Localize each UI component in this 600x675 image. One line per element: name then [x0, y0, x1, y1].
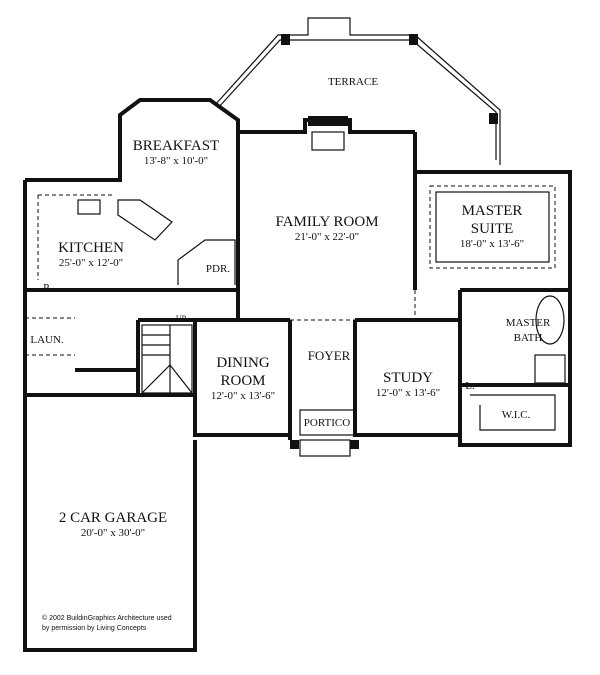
pantry-label: P.	[43, 282, 51, 294]
master-suite-label-2: SUITE	[471, 221, 514, 237]
family-room-dim: 21'-0" x 22'-0"	[295, 231, 359, 243]
tub	[534, 295, 566, 384]
breakfast-dim: 13'-8" x 10'-0"	[144, 155, 208, 167]
terrace-outline	[214, 17, 501, 165]
kitchen-dim: 25'-0" x 12'-0"	[59, 257, 123, 269]
credit-line-2: by permission by Living Concepts	[42, 625, 147, 632]
foyer-label: FOYER	[308, 348, 351, 363]
wic-label: W.I.C.	[502, 409, 531, 421]
master-suite-dim: 18'-0" x 13'-6"	[460, 238, 524, 250]
powder-label: PDR.	[206, 263, 230, 275]
garage-label: 2 CAR GARAGE	[59, 510, 167, 526]
portico-label: PORTICO	[304, 417, 350, 429]
terrace-label: TERRACE	[328, 76, 378, 88]
master-bath-label-2: BATH	[514, 332, 543, 344]
linen-label: L.	[465, 380, 475, 392]
laundry-label: LAUN.	[30, 334, 64, 346]
dining-room-label-2: ROOM	[220, 373, 265, 389]
study-dim: 12'-0" x 13'-6"	[376, 387, 440, 399]
fireplace	[308, 116, 348, 151]
tray-ceiling	[429, 185, 556, 269]
family-room-label: FAMILY ROOM	[275, 214, 378, 230]
master-bath-label-1: MASTER	[506, 317, 551, 329]
kitchen-label: KITCHEN	[58, 240, 124, 256]
kitchen-island	[77, 199, 173, 241]
dashed-openings	[25, 132, 416, 356]
stairs	[141, 324, 193, 394]
garage-dim: 20'-0" x 30'-0"	[81, 527, 145, 539]
stair-label: UP	[176, 314, 187, 323]
wic-outline	[470, 394, 556, 431]
study-label: STUDY	[383, 370, 433, 386]
portico-columns	[290, 409, 359, 457]
credit-line-1: © 2002 BuildinGraphics Architecture used	[42, 614, 172, 622]
breakfast-label: BREAKFAST	[133, 138, 219, 154]
master-suite-label-1: MASTER	[462, 203, 523, 219]
dining-room-label-1: DINING	[216, 355, 269, 371]
exterior-walls	[23, 98, 572, 652]
dining-room-dim: 12'-0" x 13'-6"	[211, 390, 275, 402]
